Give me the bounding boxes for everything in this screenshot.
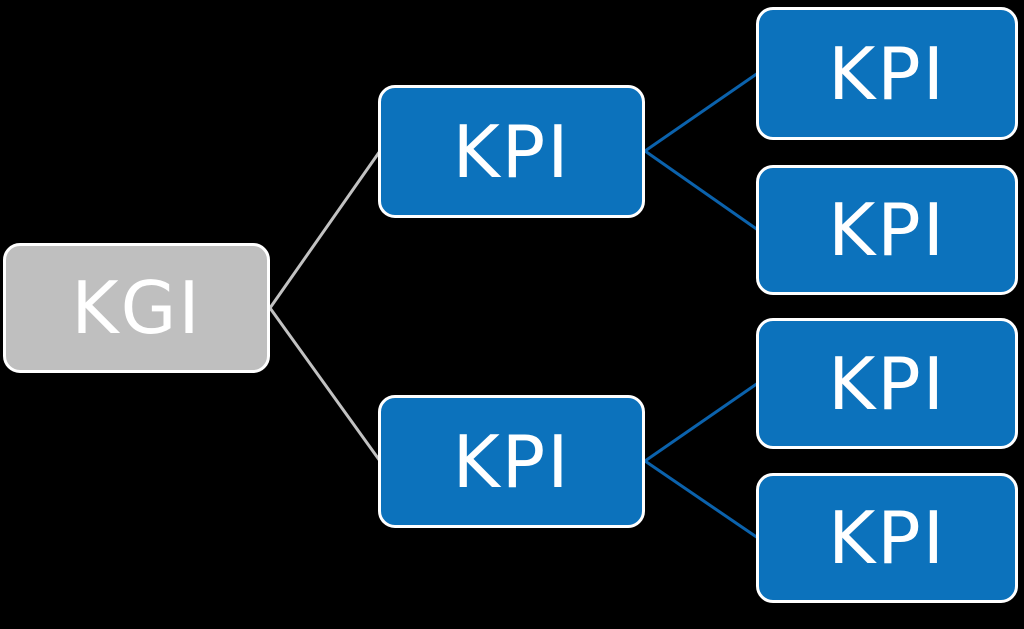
node-kpi-1-1-label: KPI: [828, 31, 946, 116]
node-kpi-2-2: KPI: [756, 473, 1018, 603]
node-kpi-2-2-label: KPI: [828, 496, 946, 580]
node-kgi-label: KGI: [71, 266, 202, 350]
edge-kpi-2-to-kpi-2-1: [644, 381, 759, 463]
node-kpi-1-1: KPI: [756, 7, 1018, 140]
edge-kpi-2-to-kpi-2-2: [644, 459, 759, 540]
edge-kpi-1-to-kpi-1-1: [644, 71, 759, 153]
node-kpi-1: KPI: [378, 85, 645, 218]
node-kpi-1-2-label: KPI: [828, 188, 946, 272]
node-kpi-2-1-label: KPI: [828, 341, 946, 426]
node-kpi-2-1: KPI: [756, 318, 1018, 449]
edge-kpi-1-to-kpi-1-2: [644, 149, 759, 232]
node-kpi-1-label: KPI: [452, 109, 571, 194]
node-kgi: KGI: [3, 243, 270, 373]
node-kpi-2-label: KPI: [452, 419, 571, 504]
edge-kgi-to-kpi-2: [268, 307, 382, 462]
edge-kgi-to-kpi-1: [268, 150, 382, 309]
node-kpi-2: KPI: [378, 395, 645, 528]
node-kpi-1-2: KPI: [756, 165, 1018, 295]
